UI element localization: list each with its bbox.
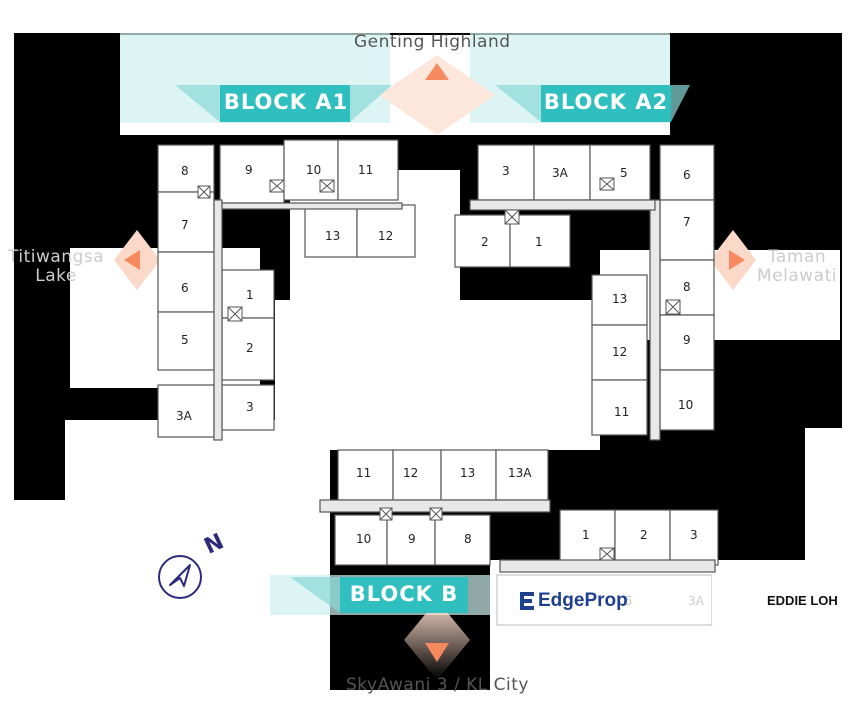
unit-label: 11 [358, 163, 374, 177]
block-b-label: BLOCK B [349, 582, 459, 606]
block-b-units [319, 449, 719, 573]
east-marker [710, 230, 756, 290]
agent-name-watermark: EDDIE LOH [767, 593, 838, 608]
unit-label: 9 [245, 163, 253, 177]
unit-label: 5 [625, 594, 633, 608]
direction-label-west: Titiwangsa Lake [8, 247, 105, 286]
unit-label: 8 [683, 280, 691, 294]
unit-label: 9 [408, 532, 416, 546]
unit-label: 10 [678, 398, 694, 412]
unit-label: 10 [356, 532, 372, 546]
direction-label-north: Genting Highland [354, 32, 511, 52]
unit-label: 5 [620, 166, 628, 180]
unit-label: 12 [403, 466, 419, 480]
unit-label: 1 [535, 235, 543, 249]
teal-bars [175, 85, 690, 613]
unit-label: 6 [683, 168, 691, 182]
unit-label: 3A [176, 409, 192, 423]
unit-label: 8 [464, 532, 472, 546]
unit-label: 2 [481, 235, 489, 249]
unit-label: 8 [181, 164, 189, 178]
unit-label: 7 [683, 215, 691, 229]
unit-label: 13 [460, 466, 476, 480]
unit-label: 11 [356, 466, 372, 480]
unit-label: 11 [614, 405, 630, 419]
unit-label: 9 [683, 333, 691, 347]
unit-label: 3 [246, 400, 254, 414]
block-a2-units [454, 144, 715, 441]
unit-label: 7 [181, 218, 189, 232]
unit-label: 12 [612, 345, 628, 359]
unit-label: 10 [306, 163, 322, 177]
block-a1-units [157, 139, 416, 441]
unit-label: 13A [508, 466, 532, 480]
unit-label: 1 [582, 528, 590, 542]
unit-label: 2 [640, 528, 648, 542]
block-b-east-lower [496, 574, 842, 626]
unit-label: 1 [246, 288, 254, 302]
block-a2-label: BLOCK A2 [543, 90, 669, 114]
unit-label: 3A [688, 594, 704, 608]
unit-label: 13 [325, 229, 341, 243]
unit-label: 5 [181, 333, 189, 347]
unit-label: 12 [378, 229, 394, 243]
block-a1-label: BLOCK A1 [223, 90, 349, 114]
unit-label: 13 [612, 292, 628, 306]
edgeprop-logo-icon [520, 592, 534, 610]
west-marker [114, 230, 160, 290]
south-marker [404, 600, 470, 680]
unit-label: 6 [181, 281, 189, 295]
compass [158, 555, 202, 599]
unit-label: 3A [552, 166, 568, 180]
north-marker [379, 55, 495, 135]
core-boxes [197, 177, 681, 561]
unit-label: 3 [690, 528, 698, 542]
direction-label-east: Taman Melawati [757, 247, 837, 286]
edgeprop-watermark: EdgeProp [538, 590, 628, 611]
unit-label: 3 [502, 164, 510, 178]
direction-label-south: SkyAwani 3 / KL City [346, 675, 529, 695]
unit-label: 2 [246, 341, 254, 355]
